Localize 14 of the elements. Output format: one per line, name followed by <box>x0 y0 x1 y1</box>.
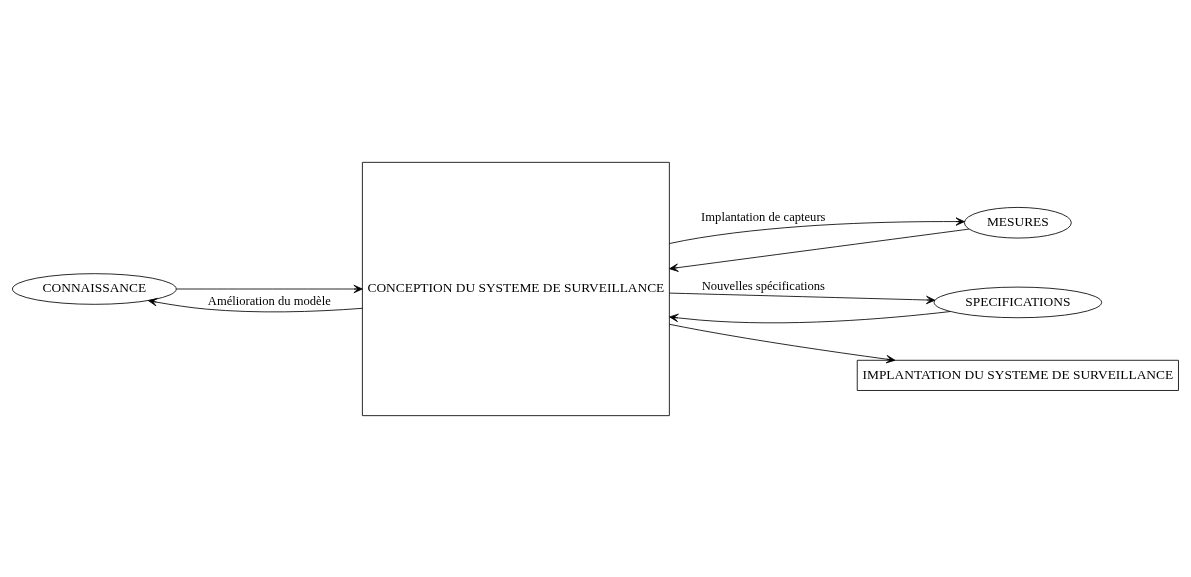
arrow <box>669 292 936 304</box>
node-ellipse: MESURES <box>963 206 1072 238</box>
node-ellipse: SPECIFICATIONS <box>933 286 1103 318</box>
arrow <box>669 310 951 323</box>
edge-label: Nouvelles spécifications <box>701 278 825 293</box>
node-box: CONCEPTION DU SYSTEME DE SURVEILLANCE <box>362 161 670 416</box>
edge-label: Implantation de capteurs <box>701 209 826 224</box>
arrow <box>669 228 970 272</box>
node-box: IMPLANTATION DU SYSTEME DE SURVEILLANCE <box>856 359 1179 391</box>
arrow <box>147 297 363 312</box>
arrow <box>669 323 896 363</box>
arrow <box>176 284 363 293</box>
edge-label: Amélioration du modèle <box>207 293 331 308</box>
arrow <box>669 216 965 244</box>
